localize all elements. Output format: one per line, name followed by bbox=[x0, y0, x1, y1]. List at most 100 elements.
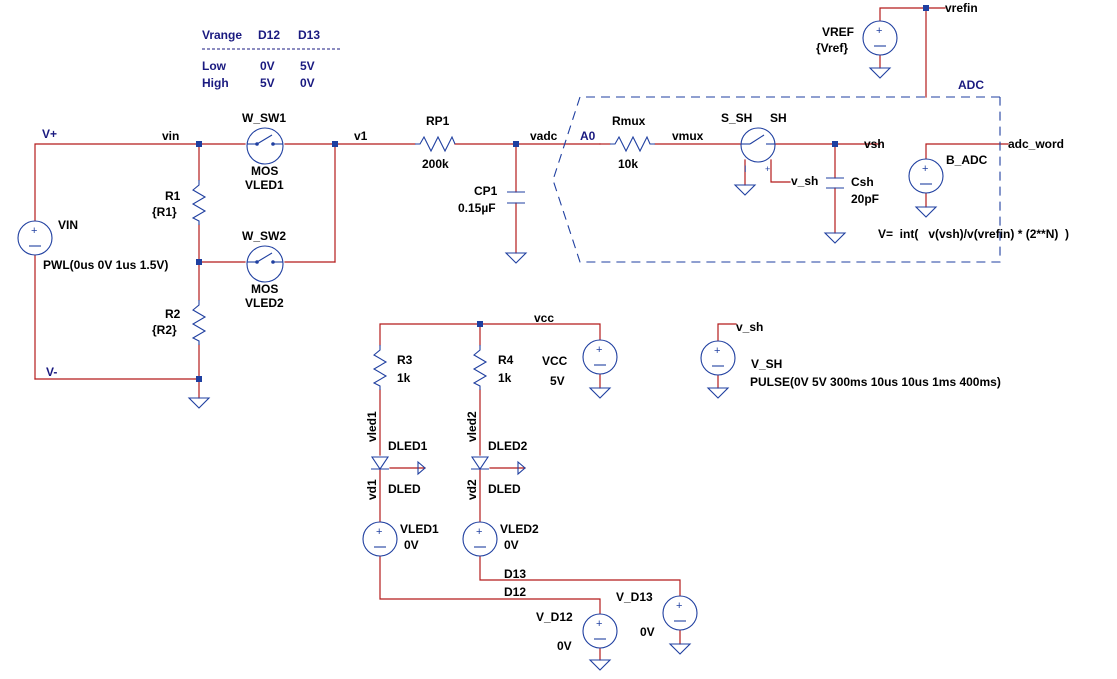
svg-text:I: I bbox=[744, 164, 747, 174]
resistor-rp1[interactable] bbox=[415, 135, 456, 153]
net-vrefin: vrefin bbox=[945, 1, 978, 15]
vin-name: VIN bbox=[58, 218, 78, 232]
net-labels: V+ V- vin v1 vadc A0 vmux vsh vrefin adc… bbox=[42, 1, 1064, 599]
led-dled2[interactable] bbox=[470, 456, 526, 476]
svg-text:+: + bbox=[765, 164, 770, 174]
svg-text:+: + bbox=[676, 600, 682, 612]
table-header-vrange: Vrange bbox=[202, 28, 242, 42]
switch-w-sw1[interactable] bbox=[246, 127, 284, 165]
table-row-low-label: Low bbox=[202, 59, 227, 73]
net-vin: vin bbox=[162, 129, 179, 143]
capacitor-csh[interactable] bbox=[826, 177, 844, 189]
led-dled1[interactable] bbox=[370, 456, 426, 476]
r4-value: 1k bbox=[498, 371, 512, 385]
table-row-low-d13: 5V bbox=[300, 59, 315, 73]
csh-value: 20pF bbox=[851, 192, 879, 206]
w-sw1-name: W_SW1 bbox=[242, 111, 286, 125]
svg-text:+: + bbox=[476, 526, 482, 538]
w-sw2-name: W_SW2 bbox=[242, 229, 286, 243]
b-adc-name: B_ADC bbox=[946, 153, 988, 167]
table-header-d12: D12 bbox=[258, 28, 280, 42]
v-sh-name: V_SH bbox=[751, 357, 782, 371]
table-row-high-d13: 0V bbox=[300, 76, 315, 90]
resistor-r3[interactable] bbox=[372, 345, 388, 390]
vled2-source[interactable]: + bbox=[462, 521, 498, 557]
w-sw1-model: MOS bbox=[251, 164, 278, 178]
vref-value: {Vref} bbox=[816, 41, 848, 55]
w-sw2-model: MOS bbox=[251, 282, 278, 296]
v-d12-value: 0V bbox=[557, 639, 572, 653]
net-d13: D13 bbox=[504, 567, 526, 581]
v-d12-name: V_D12 bbox=[536, 610, 573, 624]
svg-text:+: + bbox=[31, 225, 37, 237]
vcc-value: 5V bbox=[550, 374, 565, 388]
svg-text:+: + bbox=[714, 345, 720, 357]
w-sw1-ctrl: VLED1 bbox=[245, 178, 284, 192]
vcc-source[interactable]: + bbox=[582, 339, 618, 375]
w-sw2-ctrl: VLED2 bbox=[245, 296, 284, 310]
rmux-name: Rmux bbox=[612, 114, 646, 128]
rmux-value: 10k bbox=[618, 157, 638, 171]
switch-s-sh[interactable]: I + bbox=[740, 127, 776, 174]
s-sh-model: SH bbox=[770, 111, 787, 125]
svg-text:+: + bbox=[376, 526, 382, 538]
v-sh-source[interactable]: + bbox=[700, 340, 736, 376]
net-vled1: vled1 bbox=[365, 411, 379, 442]
cp1-name: CP1 bbox=[474, 184, 498, 198]
r1-value: {R1} bbox=[152, 205, 177, 219]
junctions bbox=[196, 5, 929, 382]
ground-symbols bbox=[187, 67, 938, 671]
net-vd2: vd2 bbox=[465, 479, 479, 500]
capacitor-cp1[interactable] bbox=[507, 191, 525, 204]
resistor-r2[interactable] bbox=[191, 300, 207, 345]
v-d13-source[interactable]: + bbox=[662, 595, 698, 631]
cp1-value: 0.15µF bbox=[458, 201, 496, 215]
svg-text:+: + bbox=[876, 25, 882, 37]
component-labels: VIN PWL(0us 0V 1us 1.5V) R1 {R1} R2 {R2}… bbox=[43, 25, 1069, 653]
s-sh-name: S_SH bbox=[721, 111, 752, 125]
r2-value: {R2} bbox=[152, 323, 177, 337]
vled1-name: VLED1 bbox=[400, 522, 439, 536]
net-d12: D12 bbox=[504, 585, 526, 599]
dled2-name: DLED2 bbox=[488, 439, 528, 453]
wires bbox=[34, 7, 1009, 661]
adc-block-label: ADC bbox=[958, 78, 984, 92]
v-sh-value: PULSE(0V 5V 300ms 10us 10us 1ms 400ms) bbox=[750, 375, 1001, 389]
csh-name: Csh bbox=[851, 175, 874, 189]
vref-source[interactable]: + bbox=[862, 20, 898, 56]
r1-name: R1 bbox=[165, 189, 181, 203]
adc-block-outline[interactable] bbox=[552, 96, 1001, 263]
net-a0: A0 bbox=[580, 129, 596, 143]
net-v1: v1 bbox=[354, 129, 368, 143]
v-d12-source[interactable]: + bbox=[582, 613, 618, 649]
resistor-r1[interactable] bbox=[191, 180, 207, 225]
net-vadc: vadc bbox=[530, 129, 558, 143]
vled2-name: VLED2 bbox=[500, 522, 539, 536]
resistor-r4[interactable] bbox=[472, 345, 488, 390]
b-adc-source[interactable]: + bbox=[908, 158, 944, 194]
net-vminus: V- bbox=[46, 365, 57, 379]
r3-name: R3 bbox=[397, 353, 413, 367]
vled1-source[interactable]: + bbox=[362, 521, 398, 557]
vrange-table: Vrange D12 D13 Low 0V 5V High 5V 0V bbox=[202, 28, 342, 90]
table-header-d13: D13 bbox=[298, 28, 320, 42]
svg-text:+: + bbox=[596, 618, 602, 630]
vin-source[interactable]: + bbox=[17, 220, 53, 256]
table-row-high-label: High bbox=[202, 76, 229, 90]
table-row-high-d12: 5V bbox=[260, 76, 275, 90]
net-vmux: vmux bbox=[672, 129, 704, 143]
dled1-model: DLED bbox=[388, 482, 421, 496]
rp1-value: 200k bbox=[422, 157, 449, 171]
net-vd1: vd1 bbox=[365, 479, 379, 500]
svg-text:+: + bbox=[922, 163, 928, 175]
svg-text:+: + bbox=[596, 344, 602, 356]
resistor-rmux[interactable] bbox=[610, 135, 655, 153]
net-vled2: vled2 bbox=[465, 411, 479, 442]
net-v-sh-source: v_sh bbox=[736, 320, 763, 334]
switch-w-sw2[interactable] bbox=[246, 245, 284, 283]
vcc-name: VCC bbox=[542, 354, 568, 368]
dled2-model: DLED bbox=[488, 482, 521, 496]
dled1-name: DLED1 bbox=[388, 439, 428, 453]
net-vsh: vsh bbox=[864, 137, 885, 151]
